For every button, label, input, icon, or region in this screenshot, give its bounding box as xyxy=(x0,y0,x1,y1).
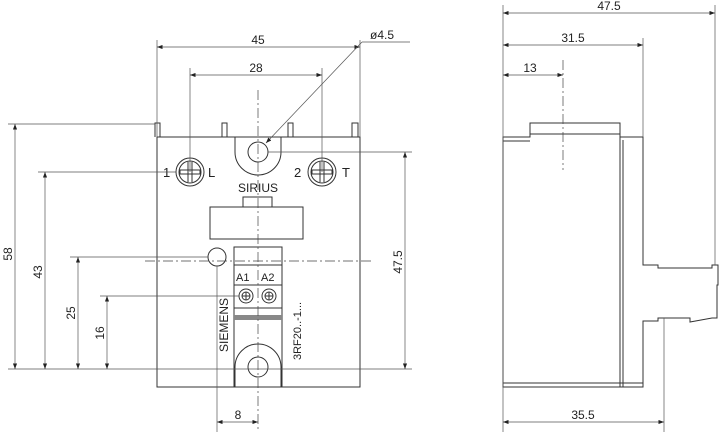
dim-hole-height: 47.5 xyxy=(391,250,405,274)
dim-height: 58 xyxy=(1,247,15,261)
label-a2: A2 xyxy=(261,272,274,284)
terminal-1-number: 1 xyxy=(163,165,170,180)
dim-width: 45 xyxy=(251,33,265,47)
mount-housing-top xyxy=(234,137,282,176)
control-screws xyxy=(238,288,277,304)
dim-screw-spacing: 28 xyxy=(249,61,263,75)
heatsink-block xyxy=(209,206,304,240)
top-tabs xyxy=(154,122,359,137)
front-dimensions: 45 28 ø4.5 58 43 25 16 47.5 8 xyxy=(1,28,412,432)
body-outline xyxy=(156,136,361,388)
terminal-2-name: T xyxy=(342,165,350,180)
label-a1: A1 xyxy=(236,272,249,284)
dim-screw-height: 43 xyxy=(31,265,45,279)
front-view: 1 L 2 T SIRIUS A1 A2 SIEMENS 3RF20..-1..… xyxy=(145,90,372,430)
dim-depth: 47.5 xyxy=(597,0,621,13)
terminal-bar xyxy=(234,315,282,320)
terminal-1-name: L xyxy=(208,165,215,180)
side-details xyxy=(503,133,643,387)
dim-base-depth: 35.5 xyxy=(571,408,595,422)
centre-lines xyxy=(145,90,372,430)
dim-hole-offset: 8 xyxy=(235,408,242,422)
dim-side-hole-offset: 13 xyxy=(523,61,537,75)
side-dimensions: 47.5 31.5 13 35.5 xyxy=(502,0,716,432)
dim-hole-diameter: ø4.5 xyxy=(370,28,394,42)
dim-depth-body: 31.5 xyxy=(561,31,585,45)
side-view xyxy=(502,60,719,388)
dim-centre-height: 25 xyxy=(64,306,78,320)
model-label: 3RF20..-1... xyxy=(292,302,304,360)
led-indicator xyxy=(207,247,227,267)
heatsink-tab xyxy=(242,196,273,207)
terminal-2-number: 2 xyxy=(294,165,301,180)
siemens-label: SIEMENS xyxy=(217,298,231,352)
dim-control-height: 16 xyxy=(93,326,107,340)
side-outline xyxy=(502,122,719,388)
